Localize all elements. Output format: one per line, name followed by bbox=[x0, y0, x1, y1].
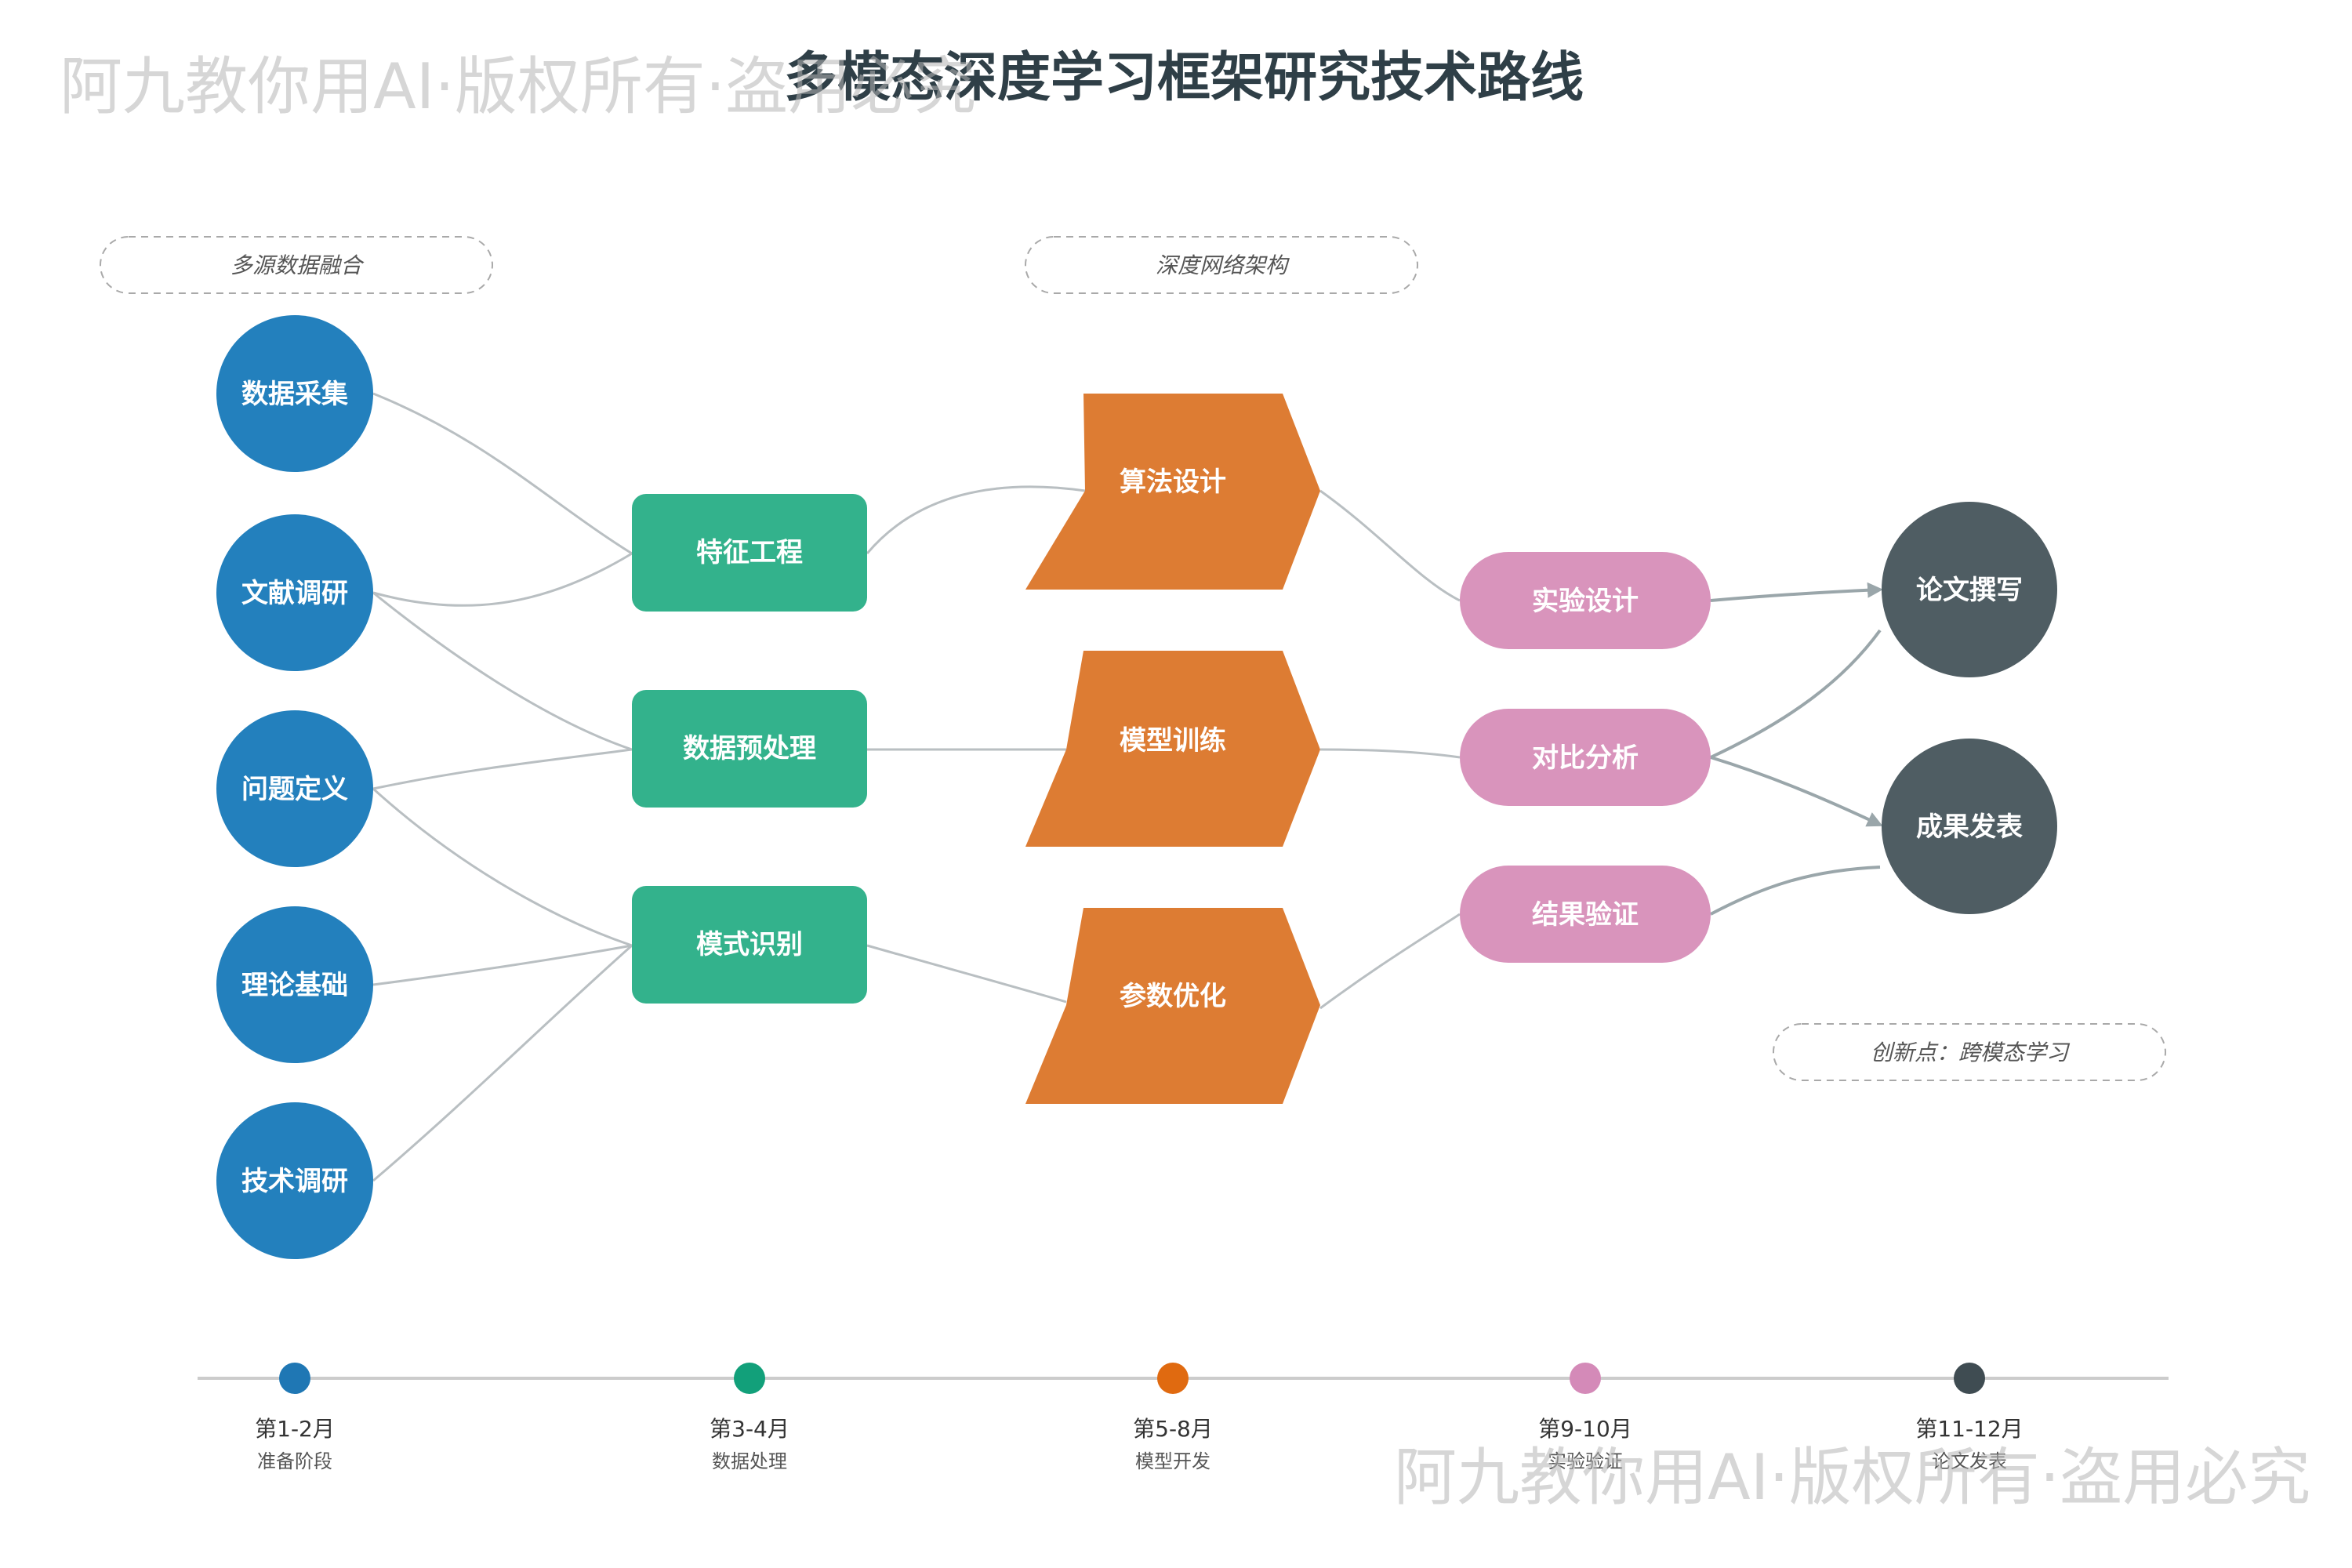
timeline-milestone-1: 第1-2月 准备阶段 bbox=[255, 1363, 335, 1472]
connector-theory-basis-to-pattern-recognition bbox=[372, 944, 633, 986]
node-theory-basis: 理论基础 bbox=[216, 906, 373, 1063]
timeline-milestone-5: 第11-12月 论文发表 bbox=[1915, 1363, 2024, 1472]
timeline-milestone-2: 第3-4月 数据处理 bbox=[710, 1363, 789, 1472]
group-label-data-fusion: 多源数据融合 bbox=[100, 236, 493, 294]
connector-experiment-design-to-paper-writing bbox=[1710, 582, 1883, 602]
node-data-collection: 数据采集 bbox=[216, 315, 373, 472]
connector-tech-research-to-pattern-recognition bbox=[372, 944, 633, 1182]
timeline-dot-4 bbox=[1570, 1363, 1601, 1394]
timeline-dot-2 bbox=[734, 1363, 765, 1394]
node-literature-review: 文献调研 bbox=[216, 514, 373, 671]
timeline-phase-1: 准备阶段 bbox=[257, 1450, 332, 1472]
connector-literature-review-to-data-preprocessing bbox=[372, 591, 633, 751]
timeline-milestone-4: 第9-10月 实验验证 bbox=[1538, 1363, 1632, 1472]
node-parameter-optimization-label: 参数优化 bbox=[1120, 981, 1226, 1012]
connector-feature-engineering-to-algorithm-design bbox=[866, 485, 1086, 554]
connector-algorithm-design-to-experiment-design bbox=[1319, 489, 1461, 602]
timeline-phase-5: 论文发表 bbox=[1932, 1450, 2007, 1472]
node-tech-research-label: 技术调研 bbox=[241, 1166, 348, 1197]
connector-problem-definition-to-data-preprocessing bbox=[372, 748, 633, 790]
group-label-innovation: 创新点：跨模态学习 bbox=[1773, 1023, 2166, 1081]
node-result-validation-label: 结果验证 bbox=[1532, 899, 1639, 931]
node-paper-writing-label: 论文撰写 bbox=[1916, 575, 2023, 606]
timeline-phase-3: 模型开发 bbox=[1135, 1450, 1210, 1472]
node-publication-label: 成果发表 bbox=[1916, 811, 2023, 843]
node-theory-basis-label: 理论基础 bbox=[241, 970, 348, 1001]
node-pattern-recognition: 模式识别 bbox=[632, 886, 867, 1004]
timeline: 第1-2月 准备阶段 第3-4月 数据处理 第5-8月 模型开发 第9-10月 … bbox=[198, 1363, 2169, 1472]
connector-model-training-to-comparative-analysis bbox=[1319, 748, 1461, 759]
diagram-title: 多模态深度学习框架研究技术路线 bbox=[784, 47, 1584, 109]
connector-literature-review-to-feature-engineering bbox=[372, 552, 633, 607]
node-algorithm-design-label: 算法设计 bbox=[1120, 466, 1226, 498]
group-label-innovation-text: 创新点：跨模态学习 bbox=[1871, 1040, 2071, 1065]
node-literature-review-label: 文献调研 bbox=[241, 578, 348, 609]
connector-pattern-recognition-to-parameter-optimization bbox=[866, 944, 1067, 1004]
connector-data-collection-to-feature-engineering bbox=[372, 392, 633, 555]
timeline-period-5: 第11-12月 bbox=[1915, 1416, 2023, 1442]
node-problem-definition-label: 问题定义 bbox=[241, 774, 348, 805]
timeline-dot-1 bbox=[279, 1363, 310, 1394]
timeline-period-3: 第5-8月 bbox=[1133, 1416, 1213, 1442]
group-label-deep-architecture: 深度网络架构 bbox=[1025, 236, 1418, 294]
node-model-training: 模型训练 bbox=[1025, 651, 1320, 847]
node-feature-engineering: 特征工程 bbox=[632, 494, 867, 612]
node-feature-engineering-label: 特征工程 bbox=[696, 537, 803, 568]
connector-result-validation-to-publication bbox=[1710, 866, 1881, 916]
group-label-deep-architecture-text: 深度网络架构 bbox=[1156, 252, 1290, 278]
connector-comparative-analysis-to-paper-writing bbox=[1710, 629, 1882, 759]
timeline-period-2: 第3-4月 bbox=[710, 1416, 789, 1442]
timeline-milestone-3: 第5-8月 模型开发 bbox=[1133, 1363, 1213, 1472]
node-algorithm-design: 算法设计 bbox=[1025, 394, 1320, 590]
node-pattern-recognition-label: 模式识别 bbox=[696, 929, 803, 960]
timeline-period-1: 第1-2月 bbox=[255, 1416, 335, 1442]
connector-problem-definition-to-pattern-recognition bbox=[372, 787, 633, 947]
watermark-top: 阿九教你用AI·版权所有·盗用必究 bbox=[60, 50, 976, 123]
node-data-preprocessing-label: 数据预处理 bbox=[683, 733, 816, 764]
watermark-bottom: 阿九教你用AI·版权所有·盗用必究 bbox=[1394, 1441, 2310, 1514]
node-result-validation: 结果验证 bbox=[1460, 866, 1711, 963]
node-experiment-design: 实验设计 bbox=[1460, 552, 1711, 649]
node-experiment-design-label: 实验设计 bbox=[1532, 586, 1639, 617]
node-paper-writing: 论文撰写 bbox=[1882, 502, 2057, 677]
group-label-data-fusion-text: 多源数据融合 bbox=[230, 252, 365, 278]
connectors bbox=[372, 392, 1883, 1182]
connector-parameter-optimization-to-result-validation bbox=[1319, 913, 1461, 1010]
node-data-collection-label: 数据采集 bbox=[241, 379, 348, 410]
node-model-training-label: 模型训练 bbox=[1120, 725, 1226, 757]
node-parameter-optimization: 参数优化 bbox=[1025, 908, 1320, 1104]
timeline-period-4: 第9-10月 bbox=[1538, 1416, 1632, 1442]
timeline-phase-2: 数据处理 bbox=[712, 1450, 787, 1472]
node-tech-research: 技术调研 bbox=[216, 1102, 373, 1259]
node-publication: 成果发表 bbox=[1882, 739, 2057, 914]
timeline-phase-4: 实验验证 bbox=[1548, 1450, 1623, 1472]
timeline-dot-5 bbox=[1954, 1363, 1985, 1394]
node-comparative-analysis: 对比分析 bbox=[1460, 709, 1711, 806]
connector-comparative-analysis-to-publication bbox=[1710, 756, 1883, 827]
timeline-dot-3 bbox=[1157, 1363, 1189, 1394]
node-comparative-analysis-label: 对比分析 bbox=[1532, 742, 1639, 774]
node-problem-definition: 问题定义 bbox=[216, 710, 373, 867]
node-data-preprocessing: 数据预处理 bbox=[632, 690, 867, 808]
